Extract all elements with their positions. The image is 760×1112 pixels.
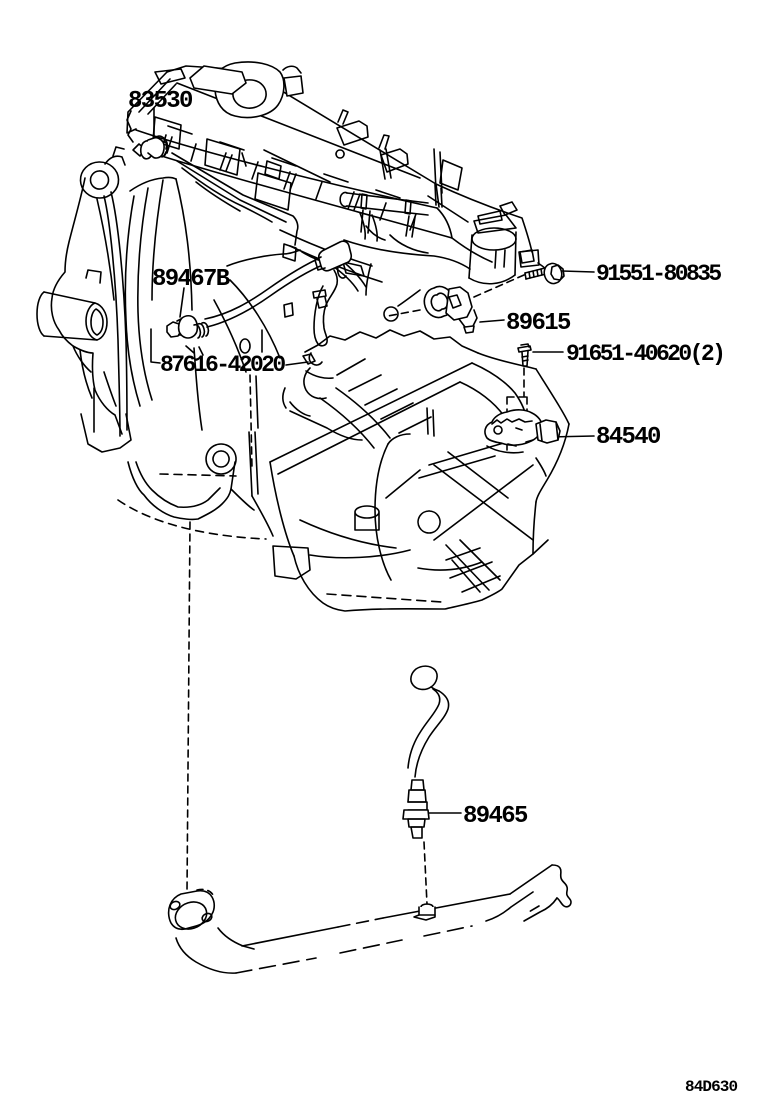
svg-text:89467B: 89467B xyxy=(152,266,230,293)
svg-text:91651-40620(2): 91651-40620(2) xyxy=(566,341,723,367)
svg-text:91551-80835: 91551-80835 xyxy=(596,261,721,287)
svg-text:83530: 83530 xyxy=(128,88,193,115)
svg-text:87616-42020: 87616-42020 xyxy=(160,352,285,378)
svg-text:84540: 84540 xyxy=(596,424,661,451)
svg-text:89615: 89615 xyxy=(506,310,571,337)
svg-text:84D630: 84D630 xyxy=(685,1078,738,1096)
svg-text:89465: 89465 xyxy=(463,803,528,830)
